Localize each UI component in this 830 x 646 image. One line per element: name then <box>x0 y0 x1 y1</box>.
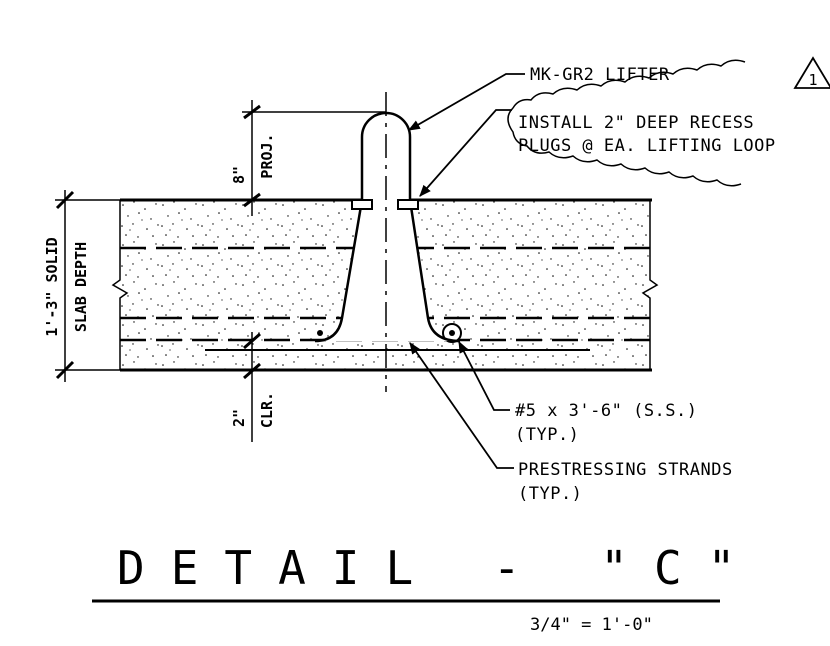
revision-number: 1 <box>808 71 817 89</box>
strand-callout-line1: PRESTRESSING STRANDS <box>518 460 733 480</box>
right-break-line <box>641 200 659 370</box>
clear-cover-value: 2" <box>230 409 248 427</box>
slab-depth-value: 1'-3" SOLID <box>43 237 61 336</box>
detail-title: DETAIL - "C" <box>117 541 761 595</box>
rebar-leader <box>458 340 510 411</box>
clear-cover-dimension <box>243 332 261 442</box>
projection-value: 8" <box>230 166 248 184</box>
projection-label: PROJ. <box>258 133 276 178</box>
recess-plug-right <box>397 199 419 210</box>
slab-depth-label: SLAB DEPTH <box>72 242 90 332</box>
rebar-dot <box>317 330 323 336</box>
revision-cloud <box>507 59 746 187</box>
strand-callout-line2: (TYP.) <box>518 484 582 504</box>
clear-cover-label: CLR. <box>258 392 276 428</box>
recess-plugs <box>351 199 419 210</box>
lifter-callout: MK-GR2 LIFTER <box>530 65 670 85</box>
projection-dimension <box>242 100 386 216</box>
left-break-line <box>111 200 129 370</box>
recess-leader <box>419 109 512 197</box>
strand-leader <box>409 342 514 469</box>
recess-callout-line1: INSTALL 2" DEEP RECESS <box>518 113 754 133</box>
recess-callout-line2: PLUGS @ EA. LIFTING LOOP <box>518 136 776 156</box>
slab-depth-dimension <box>55 190 120 382</box>
leaders <box>407 73 525 469</box>
detail-scale: 3/4" = 1'-0" <box>530 615 653 635</box>
recess-plug-left <box>351 199 373 210</box>
lifter-leader <box>407 73 525 131</box>
rebar-callout-line1: #5 x 3'-6" (S.S.) <box>515 401 698 421</box>
strand-section-dot <box>449 330 455 336</box>
rebar-callout-line2: (TYP.) <box>515 425 579 445</box>
revision-triangle <box>793 56 830 89</box>
